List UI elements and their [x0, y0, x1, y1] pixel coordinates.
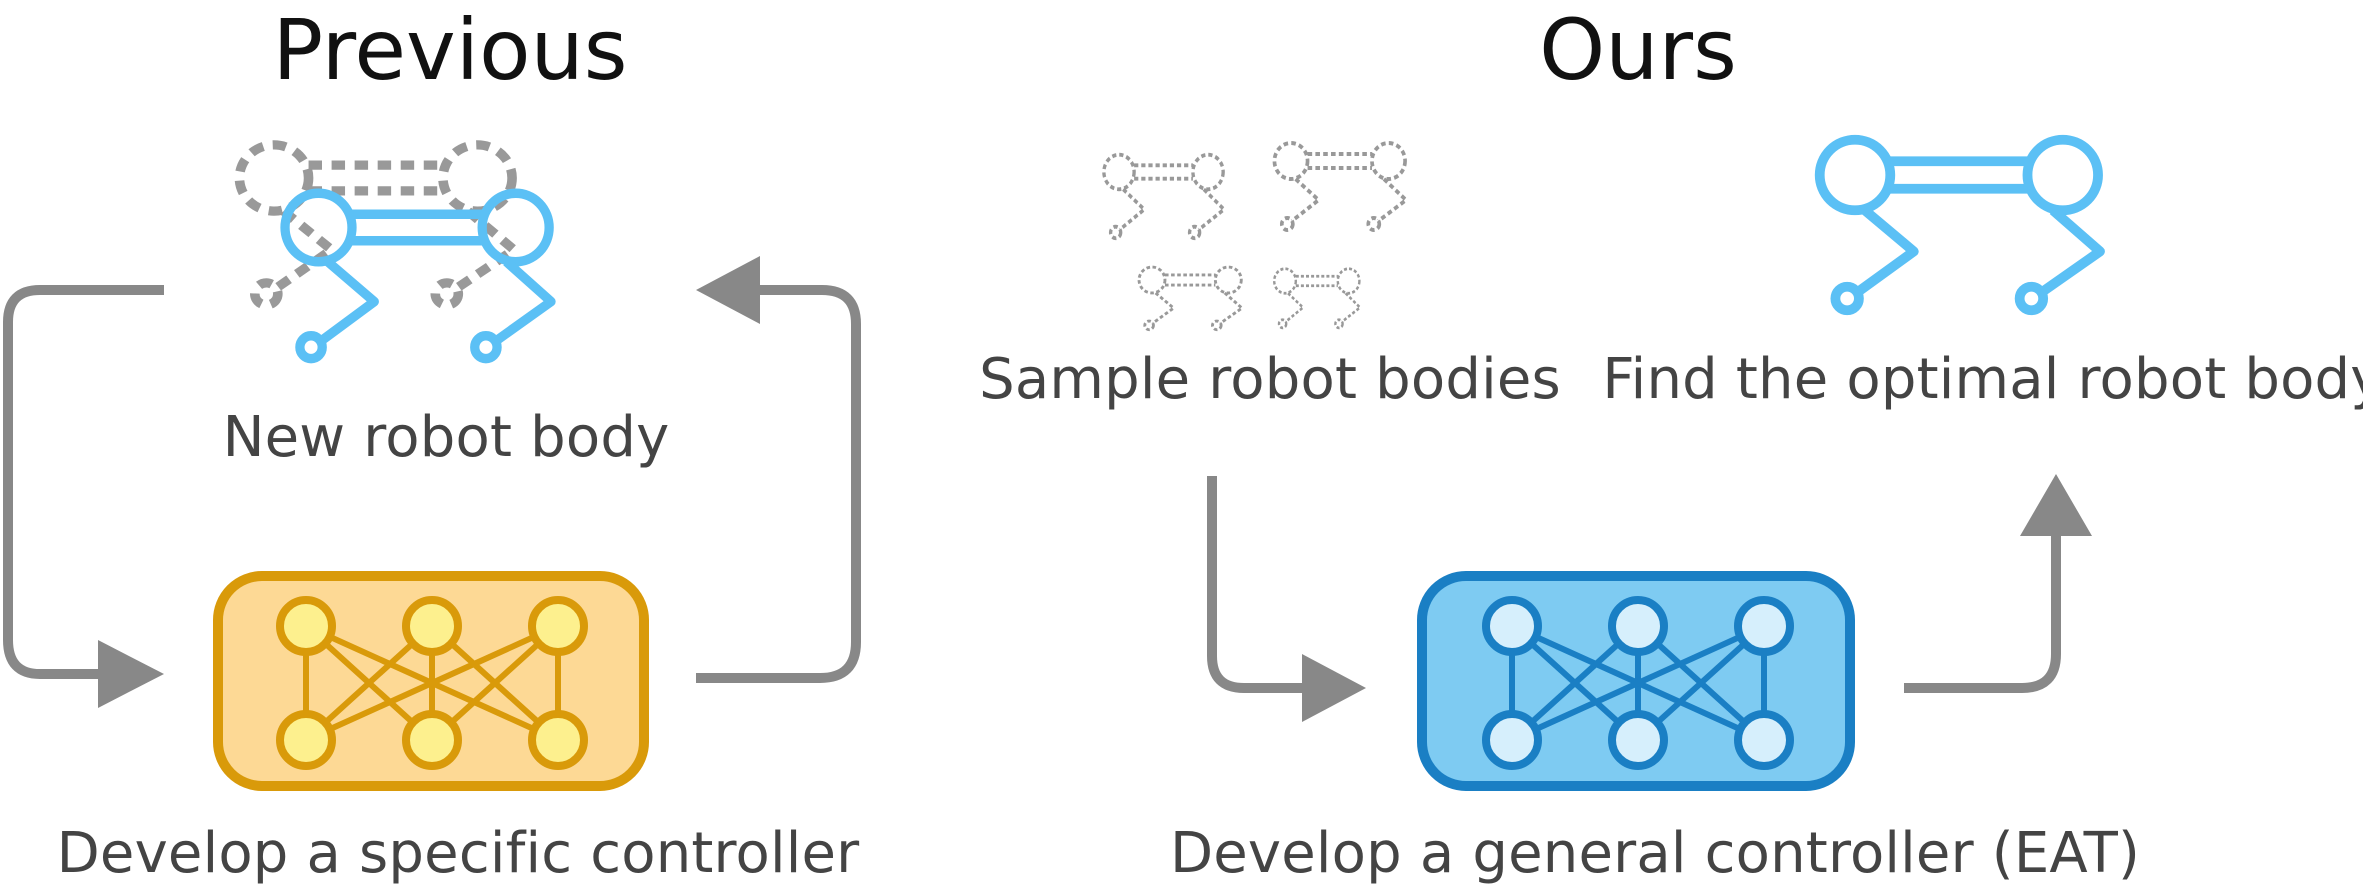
sample-robot-bodies-caption: Sample robot bodies	[979, 347, 1561, 412]
new-robot-body-caption: New robot body	[222, 405, 670, 470]
sampled-robot-bodies-icon	[1101, 141, 1408, 332]
general-controller-box	[1417, 571, 1855, 791]
sample-to-controller-arrow	[1207, 476, 1366, 722]
ours-heading: Ours	[1539, 1, 1737, 99]
previous-heading: Previous	[272, 1, 628, 99]
optimal-robot-body-caption: Find the optimal robot body	[1602, 347, 2363, 412]
specific-controller-caption: Develop a specific controller	[56, 821, 860, 886]
previous-loop-arrow-left	[3, 285, 164, 708]
previous-loop-arrow-right	[696, 256, 861, 683]
new-robot-body-icon	[285, 193, 551, 358]
specific-controller-box	[213, 571, 649, 791]
optimal-robot-body-icon	[1820, 140, 2100, 311]
general-controller-network-icon	[1482, 596, 1794, 770]
controller-to-optimal-arrow	[1904, 474, 2092, 693]
general-controller-caption: Develop a general controller (EAT)	[1169, 821, 2141, 886]
specific-controller-network-icon	[276, 596, 588, 770]
